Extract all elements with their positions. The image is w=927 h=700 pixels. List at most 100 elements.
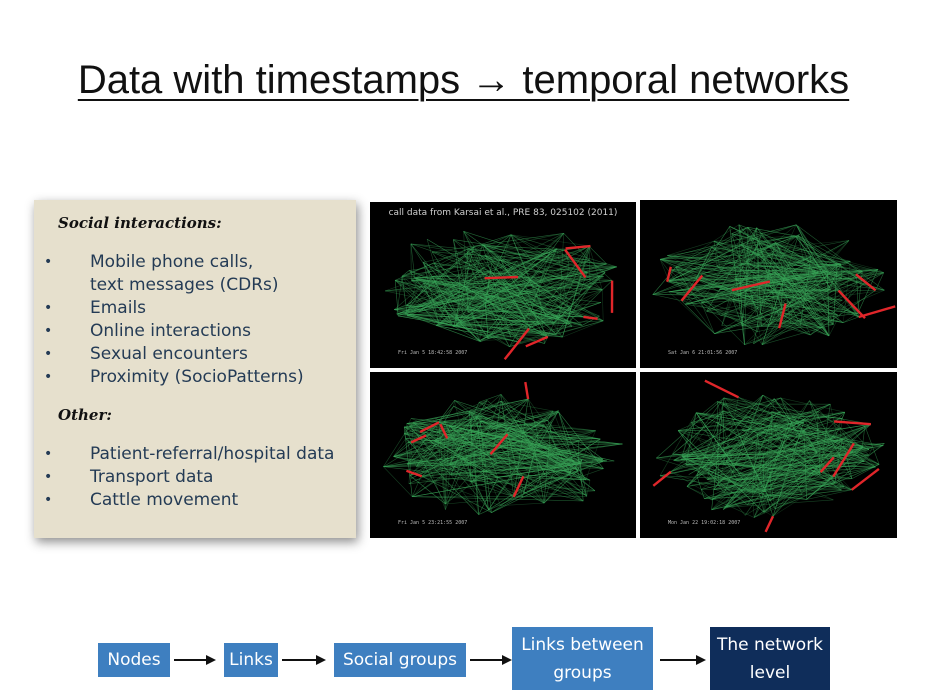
network-edge [394, 296, 492, 310]
network-edge [711, 478, 853, 501]
network-edge [718, 439, 845, 486]
network-edge [491, 263, 607, 297]
network-edge [487, 286, 569, 322]
network-edge [528, 272, 606, 329]
network-edge [804, 419, 845, 488]
network-edge [409, 425, 499, 478]
list-item: • Online interactions [44, 321, 252, 341]
network-edge [667, 235, 799, 281]
network-edge [401, 248, 468, 277]
network-edge [757, 251, 842, 265]
flow-step-social-groups: Social groups [334, 643, 466, 677]
network-edge [411, 279, 583, 326]
network-edge [453, 239, 572, 310]
network-edge [500, 394, 546, 475]
network-edge [478, 394, 502, 403]
network-edge [562, 246, 590, 338]
network-edge [477, 266, 617, 293]
network-edge [677, 430, 746, 516]
network-edge [747, 400, 810, 506]
network-edge [579, 461, 588, 497]
network-edge [732, 299, 858, 314]
network-edge [545, 245, 591, 317]
network-edge [659, 259, 732, 291]
network-edge [717, 401, 870, 450]
network-edge [432, 233, 564, 253]
network-edge [401, 275, 584, 318]
network-edge [741, 245, 859, 318]
network-edge [810, 256, 828, 292]
network-edge [734, 227, 757, 279]
network-edge [763, 440, 839, 513]
network-edge [500, 401, 535, 449]
network-edge [467, 249, 551, 313]
network-edge [463, 231, 521, 343]
network-edge [398, 315, 560, 319]
network-edge [417, 278, 604, 322]
network-edge [695, 278, 733, 300]
network-edge [830, 264, 838, 290]
network-edge [809, 400, 876, 468]
network-edge [731, 278, 842, 291]
network-edge [423, 261, 548, 338]
network-edge [716, 422, 741, 437]
network-edge [459, 283, 530, 329]
network-edge [449, 402, 480, 465]
network-edge [407, 421, 445, 443]
network-edge [479, 336, 548, 342]
network-edge [470, 450, 560, 483]
network-edge [406, 398, 529, 424]
network-edge [559, 233, 564, 318]
network-edge [483, 245, 526, 320]
network-edge [476, 415, 596, 431]
network-edge [412, 422, 446, 510]
active-call-edge [419, 421, 440, 433]
network-edge [763, 411, 781, 455]
network-edge [448, 425, 475, 447]
network-edge [770, 489, 842, 501]
network-edge [401, 275, 539, 286]
network-edge [467, 234, 512, 250]
network-edge [667, 271, 819, 281]
network-edge [423, 282, 440, 324]
network-edge [701, 467, 748, 506]
network-edge [410, 243, 590, 261]
network-edge [510, 322, 555, 338]
network-edge [761, 298, 833, 345]
network-edge [401, 276, 437, 326]
network-edge [407, 234, 512, 317]
network-edge [769, 271, 819, 326]
network-edge [667, 263, 842, 281]
network-edge [695, 247, 712, 279]
network-edge [481, 420, 596, 431]
snapshot-timestamp: Fri Jan 5 18:42:58 2007 [398, 350, 468, 356]
network-edge [453, 239, 590, 261]
network-edge [425, 435, 471, 483]
network-edge [488, 438, 601, 511]
network-edge [469, 410, 526, 434]
network-edge [450, 474, 479, 515]
network-edge [769, 256, 812, 326]
network-edge [717, 401, 734, 464]
network-edge [681, 300, 715, 334]
network-edge [487, 263, 492, 287]
flow-step-nodes: Nodes [98, 643, 170, 677]
network-edge [798, 235, 834, 325]
other-list: • Patient-referral/hospital data • Trans… [34, 443, 364, 512]
network-edge [732, 458, 794, 464]
network-edge [840, 427, 870, 456]
network-edge [770, 291, 828, 325]
network-edge [775, 263, 842, 273]
network-edge [478, 477, 499, 515]
network-edge [447, 398, 529, 439]
network-edge [669, 281, 843, 301]
network-edge [500, 400, 603, 462]
network-edge [721, 299, 733, 326]
network-edge [396, 280, 613, 315]
network-edge [676, 293, 811, 336]
network-edge [522, 468, 604, 498]
network-edge [406, 423, 582, 461]
network-edge [406, 423, 412, 479]
network-edge [383, 425, 450, 467]
network-edge [555, 280, 613, 335]
